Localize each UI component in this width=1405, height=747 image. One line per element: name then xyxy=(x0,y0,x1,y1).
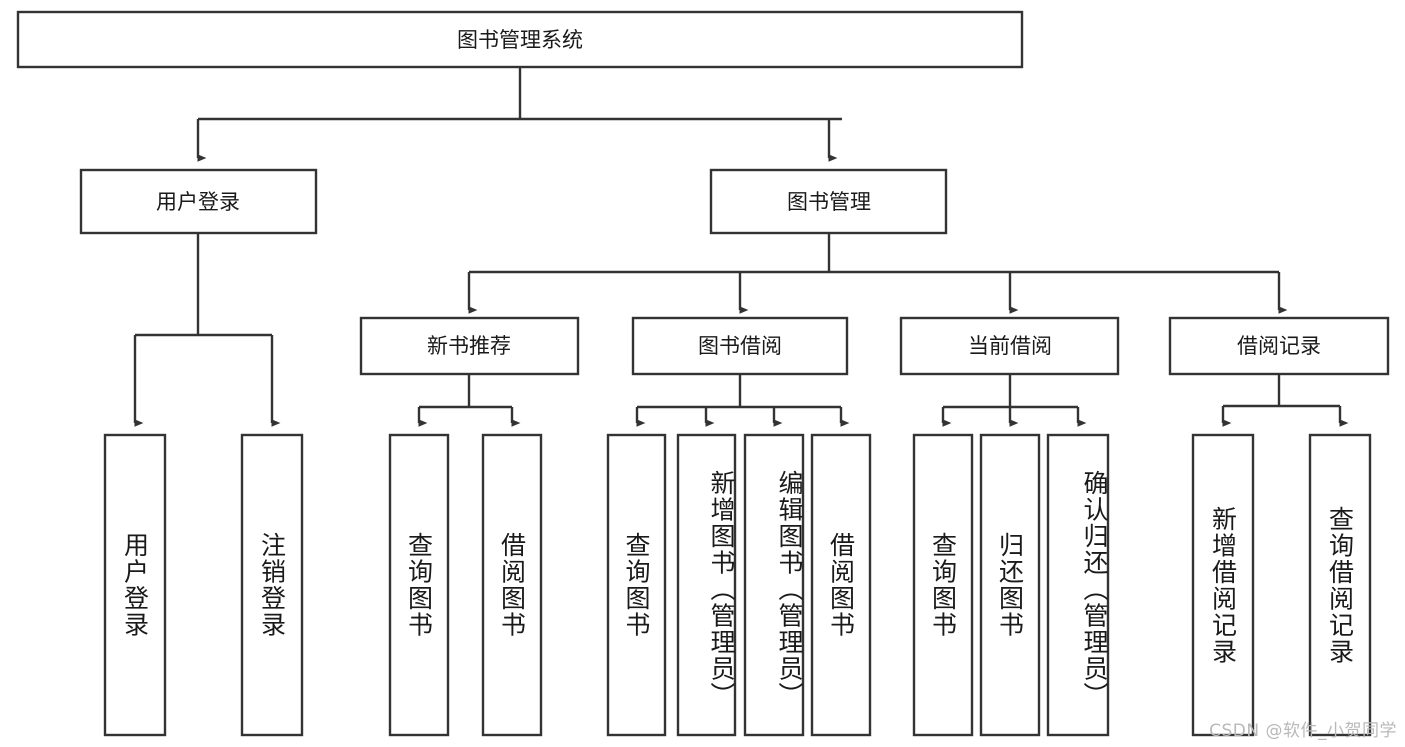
node-box-leaf-12[interactable] xyxy=(1308,433,1372,737)
node-box-leaf-9[interactable] xyxy=(979,433,1041,737)
node-box-root[interactable] xyxy=(16,10,1024,69)
node-box-leaf-5[interactable] xyxy=(676,433,737,737)
node-box-leaf-6[interactable] xyxy=(743,433,805,737)
label-current-borrow: 当前借阅 xyxy=(968,334,1052,358)
connector-record-to-leaves xyxy=(1221,374,1349,427)
node-box-leaf-11[interactable] xyxy=(1191,433,1255,737)
node-box-leaf-10[interactable] xyxy=(1046,433,1110,737)
node-box-new-book-recommend[interactable] xyxy=(359,316,580,376)
connector-root-to-level2 xyxy=(196,67,842,162)
node-box-leaf-8[interactable] xyxy=(912,433,974,737)
node-box-leaf-2[interactable] xyxy=(388,433,450,737)
label-new-book-recommend: 新书推荐 xyxy=(427,334,511,358)
watermark-text: CSDN @软件_小贺同学 xyxy=(1209,721,1397,741)
node-box-leaf-7[interactable] xyxy=(810,433,872,737)
node-box-book-management[interactable] xyxy=(709,168,948,235)
label-book-management: 图书管理 xyxy=(787,190,871,214)
node-box-leaf-0[interactable] xyxy=(103,433,167,737)
node-box-book-borrow[interactable] xyxy=(631,316,849,376)
node-box-leaf-3[interactable] xyxy=(481,433,543,737)
label-book-borrow: 图书借阅 xyxy=(698,334,782,358)
label-user-login: 用户登录 xyxy=(156,190,240,214)
connector-newbook-to-leaves xyxy=(417,374,521,427)
connector-bookmgmt-to-level3 xyxy=(467,233,1288,314)
node-box-user-login[interactable] xyxy=(79,168,318,235)
node-box-borrow-record[interactable] xyxy=(1168,316,1390,376)
label-borrow-record: 借阅记录 xyxy=(1237,334,1321,358)
node-box-current-borrow[interactable] xyxy=(899,316,1120,376)
node-box-leaf-1[interactable] xyxy=(240,433,304,737)
connector-userlogin-to-leaves xyxy=(133,233,281,427)
connector-borrow-to-leaves xyxy=(635,374,850,427)
node-box-leaf-4[interactable] xyxy=(606,433,667,737)
label-root: 图书管理系统 xyxy=(457,28,583,52)
connector-current-to-leaves xyxy=(941,374,1087,427)
